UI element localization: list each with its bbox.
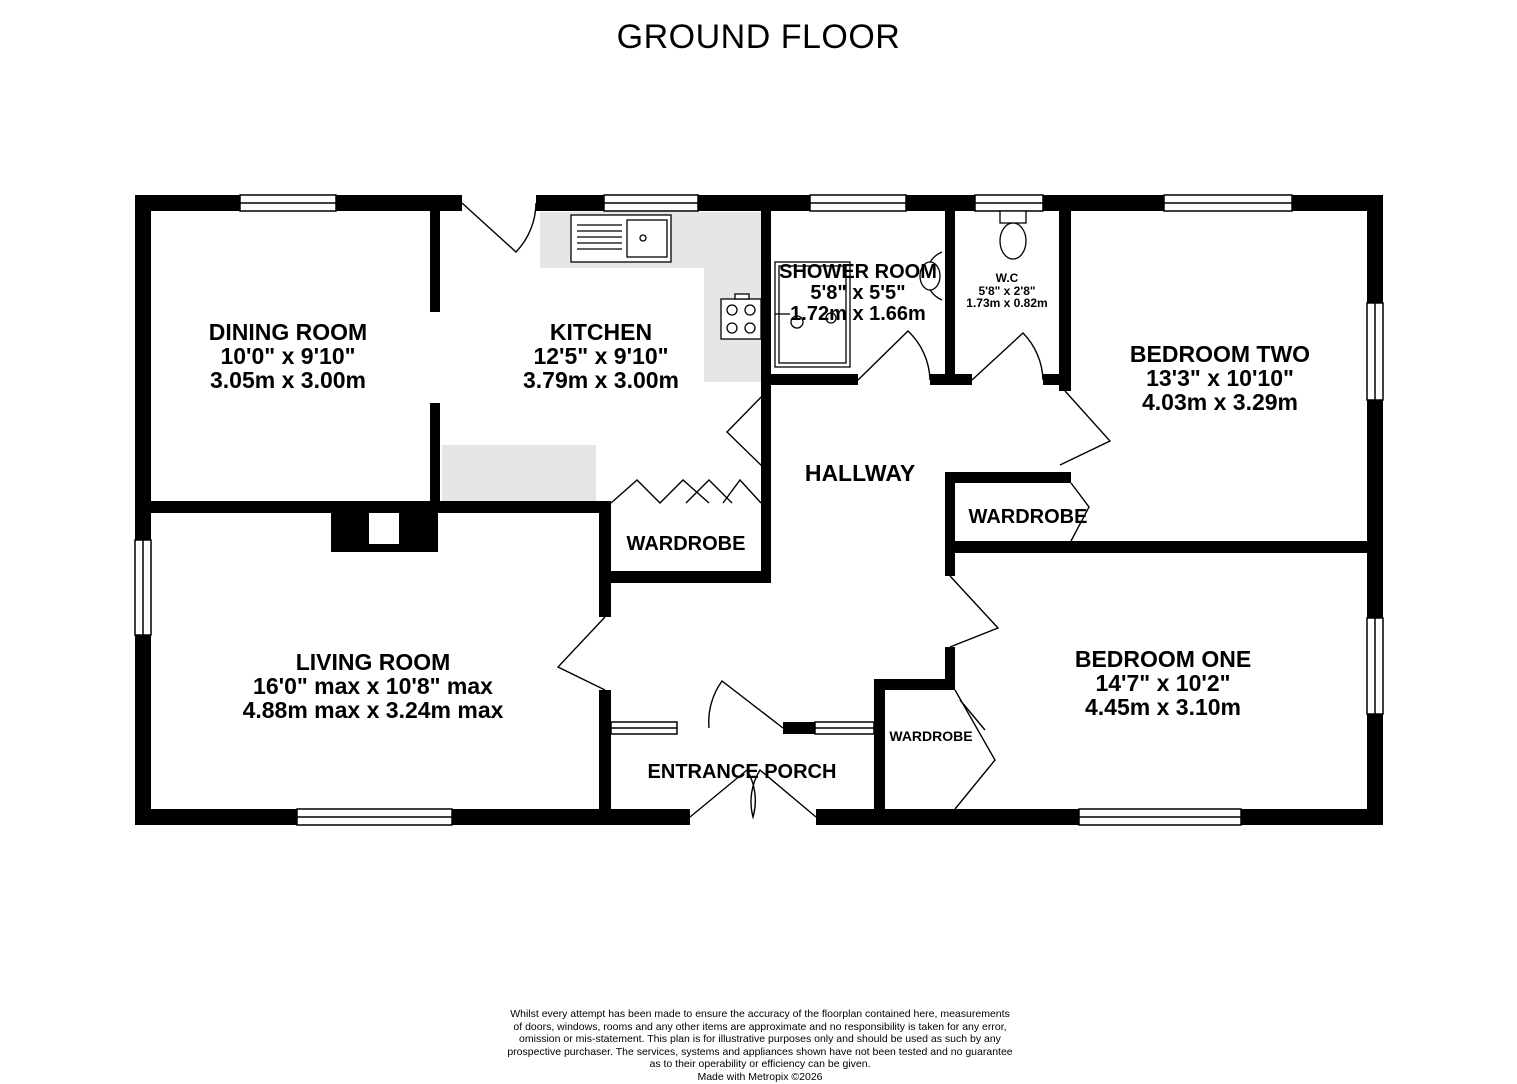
room-name: WARDROBE [968, 506, 1088, 528]
room-dimensions-imperial: 13'3" x 10'10" [1146, 365, 1294, 392]
hob [720, 293, 762, 340]
wash-basin [825, 251, 943, 324]
room-dimensions-imperial: 5'8" x 2'8" [978, 283, 1036, 298]
disclaimer-line: prospective purchaser. The services, sys… [507, 1045, 1013, 1058]
disclaimer-line: Whilst every attempt has been made to en… [510, 1008, 1010, 1020]
room-dimensions-metric: 3.79m x 3.00m [522, 367, 679, 394]
room-wardrobe-bedroom-one: WARDROBE [879, 729, 983, 744]
room-name: BEDROOM TWO [1129, 341, 1311, 367]
toilet [999, 210, 1027, 260]
room-name: WARDROBE [626, 533, 746, 555]
room-dimensions-imperial: 5'8" x 5'5" [810, 282, 906, 304]
disclaimer-line: of doors, windows, rooms and any other i… [513, 1020, 1007, 1033]
kitchen-sink [570, 214, 672, 263]
room-wc: W.C 5'8" x 2'8" 1.73m x 0.82m [952, 272, 1062, 310]
room-dimensions-metric: 4.03m x 3.29m [1141, 389, 1298, 416]
room-dimensions-metric: 3.05m x 3.00m [209, 367, 366, 394]
room-wardrobe-bedroom-two: WARDROBE [955, 507, 1101, 528]
room-kitchen: KITCHEN 12'5" x 9'10" 3.79m x 3.00m [476, 319, 726, 394]
room-name: SHOWER ROOM [779, 261, 937, 283]
room-name: DINING ROOM [208, 319, 368, 345]
plan-title: GROUND FLOOR [616, 18, 901, 56]
room-shower: SHOWER ROOM 5'8" x 5'5" 1.72m x 1.66m [768, 262, 948, 325]
room-dimensions-metric: 4.45m x 3.10m [1084, 694, 1241, 721]
room-name: ENTRANCE PORCH [647, 761, 837, 783]
room-dimensions-metric: 4.88m max x 3.24m max [242, 697, 504, 724]
room-dimensions-imperial: 14'7" x 10'2" [1095, 670, 1231, 697]
doors [461, 202, 1112, 820]
walls [135, 195, 1383, 825]
room-wardrobe-hall: WARDROBE [611, 534, 761, 555]
room-hallway: HALLWAY [785, 461, 935, 485]
room-bedroom-two: BEDROOM TWO 13'3" x 10'10" 4.03m x 3.29m [1100, 341, 1340, 416]
disclaimer-line: omission or mis-statement. This plan is … [519, 1033, 1001, 1046]
disclaimer: Whilst every attempt has been made to en… [490, 1008, 1030, 1084]
room-living: LIVING ROOM 16'0" max x 10'8" max 4.88m … [213, 649, 533, 724]
room-dimensions-metric: 1.73m x 0.82m [966, 296, 1048, 311]
room-name: LIVING ROOM [295, 649, 451, 675]
room-name: KITCHEN [549, 319, 653, 345]
room-dining: DINING ROOM 10'0" x 9'10" 3.05m x 3.00m [168, 319, 408, 394]
room-dimensions-imperial: 16'0" max x 10'8" max [253, 673, 493, 700]
room-name: BEDROOM ONE [1074, 646, 1252, 672]
room-entrance-porch: ENTRANCE PORCH [622, 762, 862, 783]
room-bedroom-one: BEDROOM ONE 14'7" x 10'2" 4.45m x 3.10m [1043, 646, 1283, 721]
shower-tray [774, 261, 851, 368]
room-name: WARDROBE [889, 728, 973, 744]
disclaimer-line: as to their operability or efficiency ca… [649, 1058, 871, 1071]
room-dimensions-metric: 1.72m x 1.66m [790, 303, 926, 325]
room-name: W.C [995, 271, 1019, 285]
room-name: HALLWAY [804, 460, 916, 486]
room-dimensions-imperial: 12'5" x 9'10" [533, 343, 669, 370]
disclaimer-line: Made with Metropix ©2026 [697, 1070, 823, 1083]
room-dimensions-imperial: 10'0" x 9'10" [220, 343, 356, 370]
